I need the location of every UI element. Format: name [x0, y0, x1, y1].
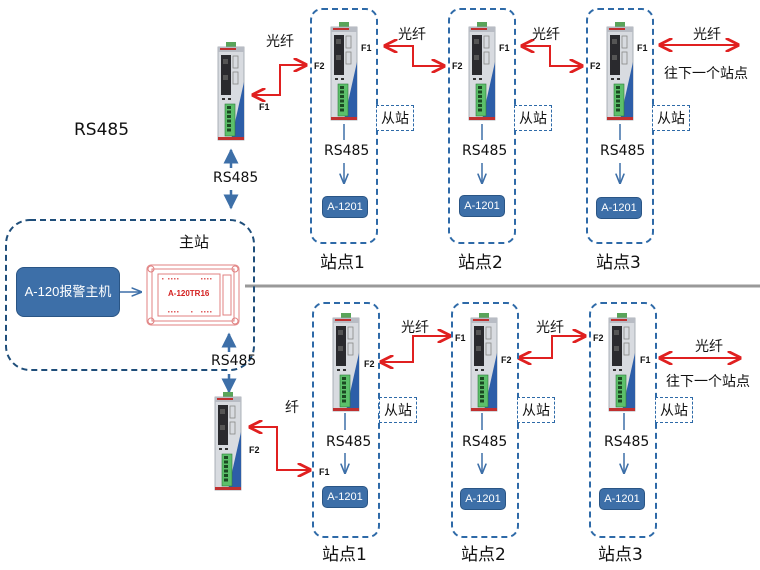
- rs485-label-bottom-3: RS485: [604, 434, 650, 450]
- station-lines-top: [344, 124, 620, 183]
- converter-bottom-3-icon: [608, 313, 636, 413]
- station-name-bottom-1: 站点1: [322, 545, 367, 565]
- controller-model-label: A-120TR16: [168, 289, 210, 298]
- controller-board: A-120TR16: [146, 264, 240, 326]
- node-a1201-bottom-1: A-1201: [322, 486, 368, 508]
- master-station-box-rect: [5, 219, 255, 371]
- fiber-link-top-1: [385, 46, 444, 66]
- port-top-master: F1: [259, 102, 270, 112]
- port-bottom-master: F2: [249, 445, 260, 455]
- station-name-bottom-3: 站点3: [598, 545, 643, 565]
- port-bottom-2-right: F2: [501, 355, 512, 365]
- next-station-label-bottom: 往下一个站点: [666, 374, 750, 390]
- port-top-2-right: F1: [499, 43, 510, 53]
- rs485-section-title: RS485: [74, 120, 130, 140]
- fiber-link-top-0: [253, 65, 306, 95]
- converter-bottom-2-icon: [470, 313, 498, 413]
- fiber-link-bottom-1: [381, 336, 450, 362]
- station-name-bottom-2: 站点2: [461, 545, 506, 565]
- port-bottom-1-left: F1: [319, 467, 330, 477]
- slave-label-top-2: 从站: [514, 105, 552, 131]
- converter-bottom-1-icon: [332, 313, 360, 413]
- rs485-label-bottom-master: RS485: [211, 353, 257, 369]
- fiber-label-top-next: 光纤: [693, 27, 721, 43]
- slave-label-bottom-3: 从站: [655, 397, 693, 423]
- converter-bottom-master-icon: [214, 392, 242, 492]
- port-top-1-right: F1: [361, 43, 372, 53]
- port-top-2-left: F2: [452, 61, 463, 71]
- node-a1201-top-2: A-1201: [459, 195, 505, 217]
- rs485-label-top-master: RS485: [213, 170, 259, 186]
- port-bottom-1-right: F2: [364, 359, 375, 369]
- fiber-label-top-2: 光纤: [532, 27, 560, 43]
- node-a1201-bottom-3: A-1201: [599, 488, 645, 510]
- rs485-label-bottom-2: RS485: [462, 434, 508, 450]
- node-a1201-bottom-2: A-1201: [460, 488, 506, 510]
- slave-label-top-3: 从站: [652, 105, 690, 131]
- station-name-top-3: 站点3: [596, 253, 641, 273]
- port-bottom-2-left: F1: [455, 333, 466, 343]
- station-lines-bottom: [345, 413, 624, 473]
- port-top-3-left: F2: [590, 61, 601, 71]
- slave-label-bottom-1: 从站: [379, 397, 417, 423]
- port-bottom-3-right: F1: [640, 355, 651, 365]
- controller-board-icon: [146, 264, 240, 326]
- fiber-label-top-1: 光纤: [398, 27, 426, 43]
- converter-top-3-icon: [606, 22, 634, 122]
- rs485-label-top-3: RS485: [600, 143, 646, 159]
- port-top-1-left: F2: [314, 61, 325, 71]
- fiber-link-bottom-2: [519, 336, 585, 358]
- rs485-label-bottom-1: RS485: [326, 434, 372, 450]
- port-bottom-3-left: F2: [593, 333, 604, 343]
- fiber-label-bottom-next: 光纤: [695, 339, 723, 355]
- port-top-3-right: F1: [637, 43, 648, 53]
- rs485-label-top-1: RS485: [324, 143, 370, 159]
- station-name-top-1: 站点1: [320, 253, 365, 273]
- converter-top-1-icon: [330, 22, 358, 122]
- slave-label-bottom-2: 从站: [517, 397, 555, 423]
- fiber-label-top-0: 光纤: [266, 34, 294, 50]
- converter-top-2-icon: [468, 22, 496, 122]
- alarm-host-box: A-120报警主机: [16, 267, 120, 317]
- fiber-label-bottom-0: 纤: [285, 400, 299, 416]
- fiber-link-bottom-0: [250, 427, 310, 470]
- node-a1201-top-3: A-1201: [596, 197, 642, 219]
- fiber-label-bottom-1: 光纤: [401, 320, 429, 336]
- next-station-label-top: 往下一个站点: [664, 66, 748, 82]
- node-a1201-top-1: A-1201: [322, 196, 368, 218]
- fiber-label-bottom-2: 光纤: [536, 320, 564, 336]
- converter-top-master-icon: [217, 42, 245, 142]
- fiber-link-top-2: [522, 46, 582, 66]
- master-station-label: 主站: [179, 233, 210, 251]
- station-name-top-2: 站点2: [458, 253, 503, 273]
- slave-label-top-1: 从站: [376, 105, 414, 131]
- rs485-label-top-2: RS485: [462, 143, 508, 159]
